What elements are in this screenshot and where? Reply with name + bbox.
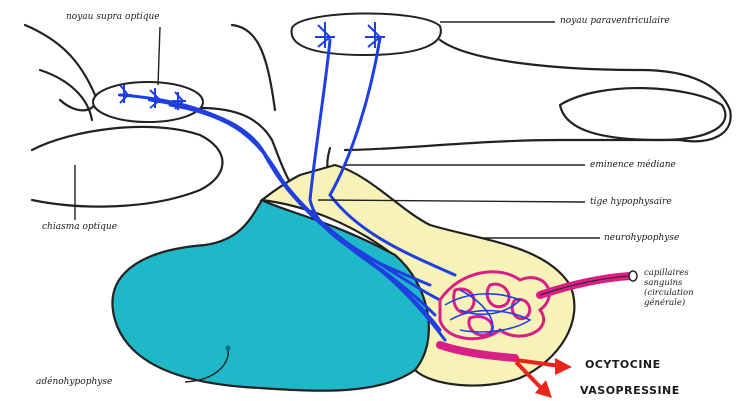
supraoptic-nucleus [93, 82, 203, 122]
label-capillaires: capillaires sanguins (circulation généra… [644, 268, 694, 308]
paraventricular-nucleus [292, 13, 441, 55]
label-tige-hypophysaire: tige hypophysaire [590, 197, 672, 207]
cropped-caption [0, 0, 752, 8]
label-adenohypophyse: adénohypophyse [36, 377, 112, 387]
label-neurohypophyse: neurohypophyse [604, 233, 679, 243]
outline-top-left [25, 25, 96, 110]
label-noyau-paraventriculaire: noyau paraventriculaire [560, 16, 670, 26]
outline-optic-tract [40, 70, 92, 120]
label-noyau-supraoptique: noyau supra optique [66, 12, 160, 22]
adenohypophysis-dot [226, 346, 231, 351]
vessel-opening [629, 271, 637, 281]
outline-chiasma-region [32, 127, 223, 207]
outline-mammillary [560, 88, 725, 140]
outline-hypothalamus-right [345, 40, 731, 150]
leader-supraoptique [158, 27, 160, 85]
label-chiasma-optique: chiasma optique [42, 222, 117, 232]
arrowhead-ocytocine [555, 358, 572, 375]
label-eminence-mediane: eminence médiane [590, 160, 676, 170]
outline-third-ventricle-left [232, 25, 275, 110]
label-ocytocine: OCYTOCINE [585, 360, 661, 370]
label-vasopressine: VASOPRESSINE [580, 386, 680, 396]
